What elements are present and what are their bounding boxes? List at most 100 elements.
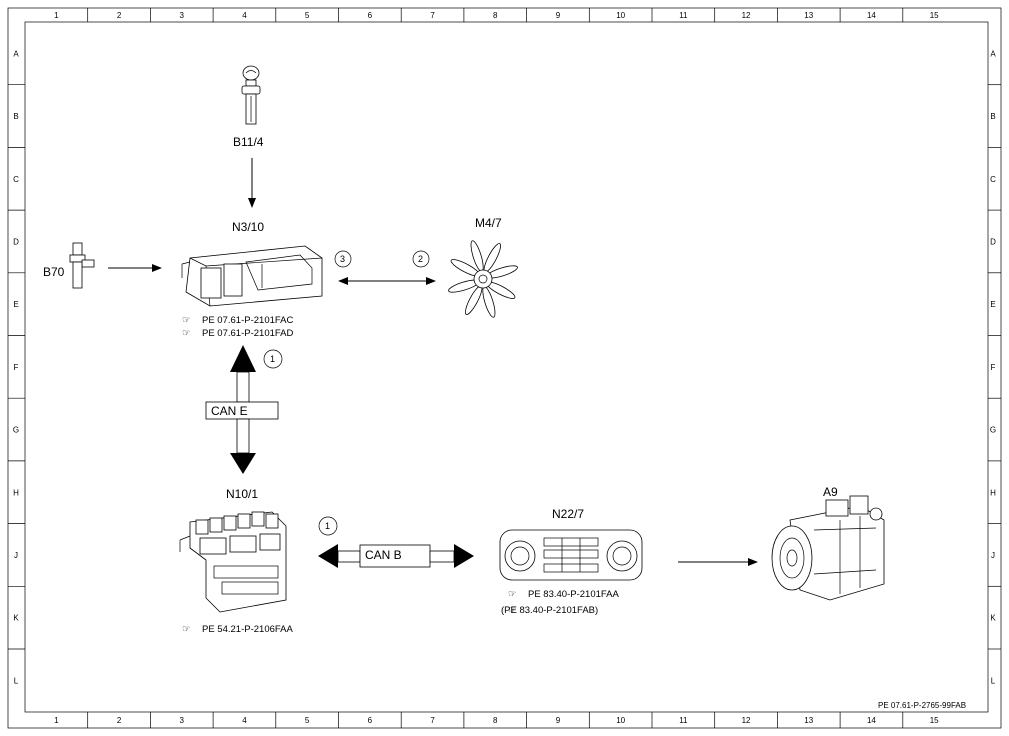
grid-col-2-bottom: 2 xyxy=(117,716,122,725)
grid-col-8-bottom: 8 xyxy=(493,716,498,725)
n22-7-ref-2-text: (PE 83.40-P-2101FAB) xyxy=(501,605,598,616)
n3-10-m4-7-link: 3 2 xyxy=(334,250,436,285)
n3-10-ref-1[interactable]: ☞ PE 07.61-P-2101FAC xyxy=(182,315,293,326)
grid-row-A-right: A xyxy=(990,49,996,58)
pointing-hand-icon: ☞ xyxy=(182,315,191,326)
grid-row-C-left: C xyxy=(13,175,19,184)
n3-10-ref-2[interactable]: ☞ PE 07.61-P-2101FAD xyxy=(182,328,293,339)
m4-7-fan: M4/7 xyxy=(448,216,518,318)
grid-col-11-top: 11 xyxy=(679,11,688,20)
grid-row-F-right: F xyxy=(991,363,996,372)
grid-row-L-left: L xyxy=(14,676,19,685)
n10-1-ref-1-text: PE 54.21-P-2106FAA xyxy=(202,624,293,635)
grid-col-8-top: 8 xyxy=(493,11,498,20)
badge-2: 2 xyxy=(418,254,423,264)
grid-row-D-right: D xyxy=(990,237,996,246)
grid-row-K-left: K xyxy=(13,614,19,623)
grid-col-9-top: 9 xyxy=(556,11,561,20)
grid-col-12-top: 12 xyxy=(742,11,751,20)
b70-label: B70 xyxy=(43,265,65,279)
grid-col-1-top: 1 xyxy=(54,11,59,20)
can-b-label: CAN B xyxy=(365,548,402,562)
grid-row-B-left: B xyxy=(13,112,18,121)
grid-col-14-bottom: 14 xyxy=(867,716,876,725)
grid-col-7-top: 7 xyxy=(430,11,435,20)
grid-col-1-bottom: 1 xyxy=(54,716,59,725)
drawing-frame xyxy=(7,7,1002,729)
b70-sensor: B70 xyxy=(43,242,162,289)
grid-row-G-right: G xyxy=(990,426,996,435)
pointing-hand-icon: ☞ xyxy=(182,624,191,635)
pointing-hand-icon: ☞ xyxy=(508,589,517,600)
n10-1-unit: N10/1 ☞ PE 54.21-P-2106FAA xyxy=(179,487,293,635)
grid-row-K-right: K xyxy=(990,614,996,623)
grid-row-C-right: C xyxy=(990,175,996,184)
n22-7-ref-1-text: PE 83.40-P-2101FAA xyxy=(528,589,619,600)
grid-col-13-bottom: 13 xyxy=(804,716,813,725)
n22-7-ref-1[interactable]: ☞ PE 83.40-P-2101FAA xyxy=(508,589,619,600)
n3-10-unit: N3/10 ☞ PE 07.61-P-2101FAC ☞ PE 07.61-P-… xyxy=(181,220,323,339)
grid-col-4-top: 4 xyxy=(242,11,247,20)
grid-row-E-right: E xyxy=(990,300,995,309)
n3-10-ref-2-text: PE 07.61-P-2101FAD xyxy=(202,328,293,339)
grid-row-F-left: F xyxy=(14,363,19,372)
pointing-hand-icon: ☞ xyxy=(508,605,517,616)
n22-7-unit: N22/7 ☞ PE 83.40-P-2101FAA ☞ (PE 83.40-P… xyxy=(499,507,643,616)
grid-col-14-top: 14 xyxy=(867,11,876,20)
grid-col-2-top: 2 xyxy=(117,11,122,20)
n10-1-label: N10/1 xyxy=(226,487,258,501)
grid-row-D-left: D xyxy=(13,237,19,246)
grid-col-12-bottom: 12 xyxy=(742,716,751,725)
b11-4-sensor: B11/4 xyxy=(233,65,264,208)
b11-4-label: B11/4 xyxy=(233,135,264,149)
grid-col-13-top: 13 xyxy=(804,11,813,20)
a9-label: A9 xyxy=(823,485,838,499)
grid-row-H-right: H xyxy=(990,488,996,497)
grid-column-labels: 1122334455667788991010111112121313141415… xyxy=(54,8,939,728)
n22-7-label: N22/7 xyxy=(552,507,584,521)
badge-3: 3 xyxy=(340,254,345,264)
climate-control-panel-icon xyxy=(499,529,643,581)
grid-col-5-top: 5 xyxy=(305,11,310,20)
grid-col-15-bottom: 15 xyxy=(930,716,939,725)
a9-compressor: A9 xyxy=(771,485,885,601)
grid-col-7-bottom: 7 xyxy=(430,716,435,725)
grid-col-10-top: 10 xyxy=(616,11,625,20)
can-b-badge: 1 xyxy=(325,521,330,531)
n3-10-ref-1-text: PE 07.61-P-2101FAC xyxy=(202,315,293,326)
fan-icon xyxy=(448,240,518,318)
crankshaft-sensor-icon xyxy=(69,242,95,289)
grid-row-J-left: J xyxy=(14,551,18,560)
can-e-bus: 1 CAN E xyxy=(205,345,283,474)
grid-col-6-top: 6 xyxy=(368,11,373,20)
grid-col-15-top: 15 xyxy=(930,11,939,20)
n22-7-ref-2[interactable]: ☞ (PE 83.40-P-2101FAB) xyxy=(501,605,598,616)
document-code: PE 07.61-P-2765-99FAB xyxy=(878,701,966,710)
grid-col-3-bottom: 3 xyxy=(180,716,185,725)
grid-row-J-right: J xyxy=(991,551,995,560)
fuse-relay-module-icon xyxy=(179,511,287,613)
can-e-label: CAN E xyxy=(211,404,248,418)
grid-row-L-right: L xyxy=(991,676,996,685)
grid-col-6-bottom: 6 xyxy=(368,716,373,725)
pointing-hand-icon: ☞ xyxy=(182,328,191,339)
grid-col-3-top: 3 xyxy=(180,11,185,20)
grid-col-9-bottom: 9 xyxy=(556,716,561,725)
n3-10-label: N3/10 xyxy=(232,220,264,234)
grid-col-5-bottom: 5 xyxy=(305,716,310,725)
grid-row-H-left: H xyxy=(13,488,19,497)
grid-row-B-right: B xyxy=(990,112,995,121)
grid-col-4-bottom: 4 xyxy=(242,716,247,725)
compressor-icon xyxy=(771,495,885,601)
n10-1-ref-1[interactable]: ☞ PE 54.21-P-2106FAA xyxy=(182,624,293,635)
engine-control-unit-icon xyxy=(181,245,323,307)
grid-col-10-bottom: 10 xyxy=(616,716,625,725)
temperature-sensor-icon xyxy=(241,65,261,125)
grid-row-A-left: A xyxy=(13,49,19,58)
can-b-bus: 1 CAN B xyxy=(318,516,474,568)
m4-7-label: M4/7 xyxy=(475,216,502,230)
can-e-badge: 1 xyxy=(270,354,275,364)
grid-col-11-bottom: 11 xyxy=(679,716,688,725)
